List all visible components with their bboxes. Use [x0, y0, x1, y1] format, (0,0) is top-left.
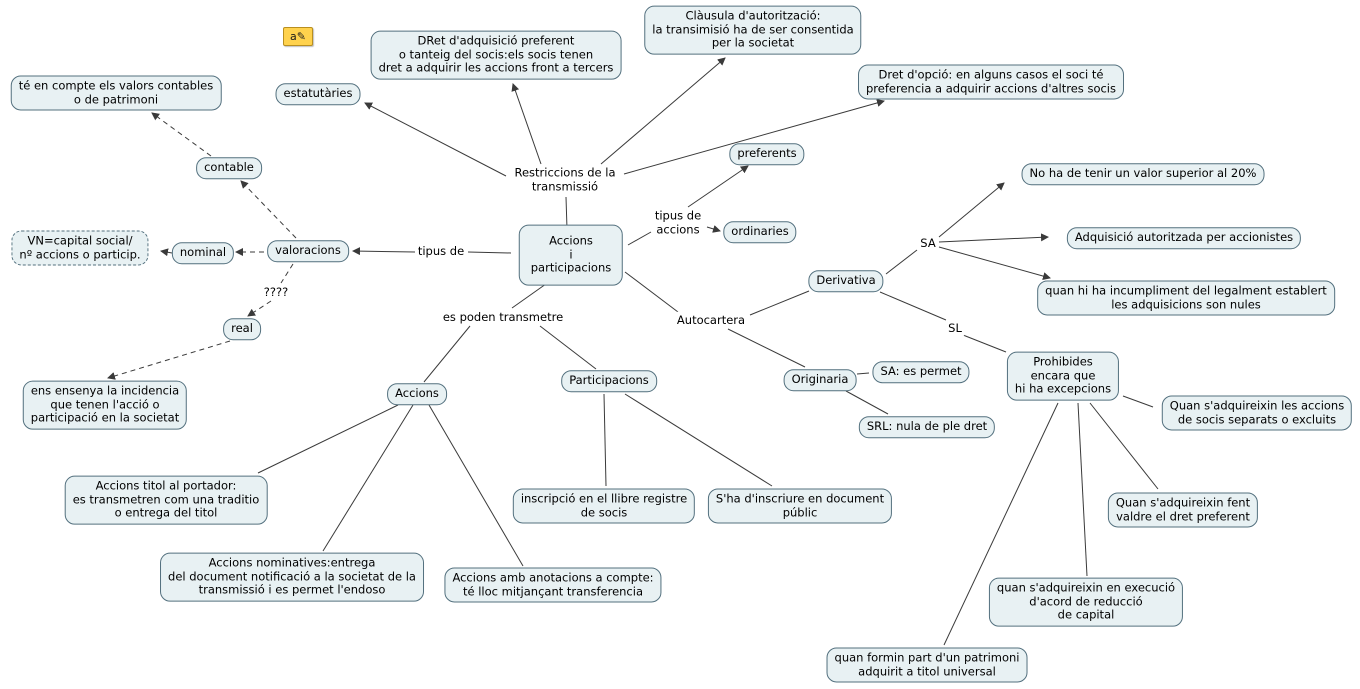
edge-line: [845, 390, 889, 415]
edge-line: [1077, 402, 1088, 577]
edge-line: [856, 372, 870, 375]
edge-line: [879, 291, 947, 321]
edge-line: [322, 404, 414, 552]
edge-line: [885, 249, 918, 275]
edge-line: [943, 402, 1059, 646]
linking-sl[interactable]: SL: [946, 319, 964, 337]
edge-line: [727, 328, 806, 368]
edge-line: [467, 251, 512, 254]
edge-line: [247, 300, 272, 317]
concept-participacions[interactable]: Participacions: [561, 370, 657, 392]
edge-line: [623, 99, 885, 175]
concept-dret-preferent[interactable]: Quan s'adquireixin fent valdre el dret p…: [1107, 492, 1259, 528]
edge-line: [565, 196, 568, 230]
linking-tipus-de-accions[interactable]: tipus de accions: [652, 207, 704, 239]
concept-originaria[interactable]: Originaria: [783, 369, 857, 391]
concept-accions-anotacions-compte[interactable]: Accions amb anotacions a compte: té lloc…: [444, 567, 662, 603]
edge-line: [511, 83, 542, 165]
concept-real[interactable]: real: [223, 318, 261, 340]
edge-line: [280, 263, 294, 284]
linking-tipus-de[interactable]: tipus de: [415, 242, 467, 260]
edge-line: [624, 271, 679, 313]
edge-line: [1089, 402, 1159, 490]
concept-reduccio-capital[interactable]: quan s'adquireixin en execució d'acord d…: [988, 577, 1184, 627]
concept-contable[interactable]: contable: [196, 157, 262, 179]
concept-no-valor-superior-20[interactable]: No ha de tenir un valor superior al 20%: [1021, 163, 1265, 185]
concept-clausula-autoritzacio[interactable]: Clàusula d'autorització: la transimisió …: [644, 5, 862, 55]
concept-prohibides-excepcions[interactable]: Prohibides encara que hi ha excepcions: [1006, 351, 1120, 401]
edge-line: [539, 325, 597, 370]
edge-line: [1122, 395, 1154, 408]
edge-line: [352, 247, 416, 256]
edge-line: [600, 57, 726, 165]
concept-nominal[interactable]: nominal: [171, 242, 235, 264]
concept-socis-separats-excluits[interactable]: Quan s'adquireixin les accions de socis …: [1161, 395, 1353, 431]
edge-line: [749, 290, 810, 316]
concept-accions-titol-portador[interactable]: Accions titol al portador: es transmetre…: [64, 475, 268, 525]
concept-vn-capital-social[interactable]: VN=capital social/ nº accions o particip…: [11, 230, 149, 266]
concept-derivativa[interactable]: Derivativa: [808, 270, 884, 292]
edge-line: [364, 102, 507, 177]
edge-line: [938, 246, 1051, 280]
edge-line: [938, 233, 1049, 243]
concept-accions[interactable]: Accions: [387, 383, 447, 405]
edge-line: [627, 231, 652, 246]
concept-adquisicio-autoritzada[interactable]: Adquisició autoritzada per accionistes: [1066, 227, 1302, 249]
concept-inscripcio-llibre-registre[interactable]: inscripció en el llibre registre de soci…: [512, 488, 696, 524]
linking-restriccions-transmissio[interactable]: Restriccions de la transmissió: [512, 164, 618, 196]
concept-accions-nominatives[interactable]: Accions nominatives:entrega del document…: [160, 552, 424, 602]
concept-dret-opcio[interactable]: Dret d'opció: en alguns casos el soci té…: [858, 64, 1124, 100]
edge-line: [428, 404, 524, 567]
edge-line: [107, 340, 231, 380]
concept-srl-nula-ple-dret[interactable]: SRL: nula de ple dret: [858, 416, 996, 438]
edge-line: [687, 165, 749, 208]
edge-line: [160, 248, 173, 257]
edge-line: [938, 182, 1005, 238]
linking-es-poden-transmetre[interactable]: es poden transmetre: [440, 308, 566, 326]
concept-valoracions[interactable]: valoracions: [267, 240, 349, 262]
edge-line: [624, 393, 773, 487]
concept-accions-i-participacions[interactable]: Accions i participacions: [518, 224, 624, 286]
edge-line: [151, 112, 212, 157]
concept-preferents[interactable]: preferents: [729, 143, 805, 165]
concept-ens-ensenya-incidencia[interactable]: ens ensenya la incidencia que tenen l'ac…: [22, 380, 188, 430]
concept-incumpliment-nules[interactable]: quan hi ha incumpliment del legalment es…: [1037, 280, 1335, 316]
concept-patrimoni-universal[interactable]: quan formin part d'un patrimoni adquirit…: [826, 647, 1028, 683]
concept-dret-adquisicio-preferent[interactable]: DRet d'adquisició preferent o tanteig de…: [370, 30, 622, 80]
concept-ordinaries[interactable]: ordinaries: [723, 221, 797, 243]
annotation-icon[interactable]: a✎: [283, 27, 313, 46]
concept-estatutaries[interactable]: estatutàries: [275, 83, 361, 105]
linking-interrogants[interactable]: ????: [261, 283, 291, 301]
linking-sa[interactable]: SA: [918, 234, 938, 252]
edge-line: [423, 325, 471, 383]
edge-line: [240, 180, 297, 239]
concept-te-en-compte[interactable]: té en compte els valors contables o de p…: [10, 75, 222, 111]
linking-autocartera[interactable]: Autocartera: [674, 311, 748, 329]
edge-line: [603, 393, 607, 487]
edge-line: [962, 334, 1007, 353]
edge-line: [257, 404, 399, 474]
edge-line: [706, 225, 721, 233]
concept-inscriure-document-public[interactable]: S'ha d'inscriure en document públic: [707, 488, 893, 524]
concept-sa-es-permet[interactable]: SA: es permet: [872, 361, 970, 383]
